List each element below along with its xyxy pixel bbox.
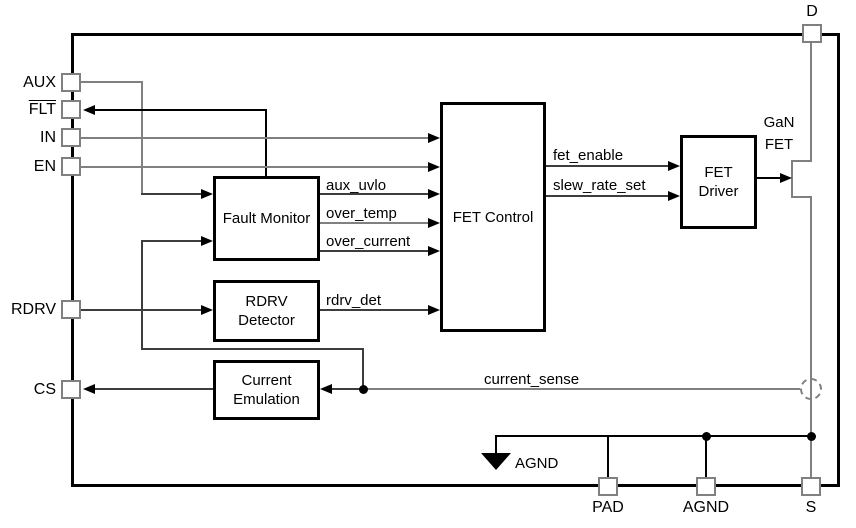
wire-cs-out (92, 388, 213, 390)
pin-label-in: IN (40, 129, 56, 146)
wire-en (81, 166, 429, 168)
block-fet-control-label: FET Control (452, 208, 534, 226)
pin-label-rdrv: RDRV (10, 301, 56, 318)
pin-label-s: S (805, 499, 817, 516)
signal-label-rdrv-det: rdrv_det (326, 292, 382, 309)
pin-flt (61, 100, 81, 119)
current-sense-probe-circle (800, 378, 822, 400)
gan-fet-label-line2: FET (764, 136, 794, 153)
arrow-fc-over-temp (428, 218, 440, 228)
gan-fet-channel-bar (791, 160, 793, 198)
signal-label-current-sense: current_sense (484, 371, 580, 388)
arrow-fd-slew-rate (668, 191, 680, 201)
block-rdrv-detector-label1: RDRV (245, 293, 288, 310)
wire-agnd-net (495, 435, 811, 437)
block-fet-driver-label2: Driver (698, 183, 739, 200)
wire-pad-stub (607, 436, 609, 477)
junction-dot-current-sense (359, 385, 368, 394)
wire-gate-drive (757, 177, 781, 179)
chip-outline (71, 33, 840, 487)
pin-label-flt: FLT (4, 101, 56, 118)
junction-dot-source (807, 432, 816, 441)
gan-fet-drain-stub (791, 160, 812, 162)
arrow-gate (780, 173, 792, 183)
agnd-symbol-label: AGND (515, 455, 559, 472)
arrow-rdrv-detector-input (201, 305, 213, 315)
signal-label-over-temp: over_temp (326, 205, 397, 222)
wire-aux-uvlo (320, 193, 429, 195)
wire-fm-in2 (141, 240, 202, 242)
arrow-fc-rdrv-det (428, 305, 440, 315)
wire-aux-seg1 (81, 81, 143, 83)
arrow-fd-fet-enable (668, 161, 680, 171)
pin-s (801, 477, 821, 496)
pin-en (61, 157, 81, 176)
pin-label-pad: PAD (592, 499, 624, 516)
wire-over-temp (320, 222, 429, 224)
wire-flt-horizontal (94, 109, 267, 111)
block-rdrv-detector-label2: Detector (238, 312, 295, 329)
gan-fet-source-stub (791, 196, 812, 198)
pin-pad (598, 477, 618, 496)
wire-fet-enable (546, 165, 669, 167)
flt-overline-text: FLT (28, 101, 56, 118)
block-rdrv-detector: RDRV Detector (213, 280, 320, 342)
wire-source (810, 197, 812, 477)
pin-label-cs: CS (33, 381, 56, 398)
junction-dot-agnd (702, 432, 711, 441)
arrow-fc-in (428, 133, 440, 143)
wire-drain (810, 43, 812, 161)
wire-in (81, 137, 429, 139)
wire-cs-branch-v1 (141, 240, 143, 350)
pin-label-agnd: AGND (682, 499, 730, 516)
pin-d (802, 24, 822, 43)
wire-current-sense (364, 388, 800, 390)
block-fet-control: FET Control (440, 102, 546, 332)
wire-cs-branch-v2 (362, 348, 364, 391)
block-fet-driver: FET Driver (680, 135, 757, 229)
wire-slew-rate-set (546, 195, 669, 197)
block-fault-monitor: Fault Monitor (213, 176, 320, 261)
signal-label-over-current: over_current (326, 233, 411, 250)
block-fet-driver-label1: FET (704, 164, 733, 181)
pin-label-d: D (806, 3, 818, 20)
pin-label-en: EN (33, 158, 56, 175)
wire-flt-vertical (265, 109, 267, 177)
arrow-fc-over-current (428, 246, 440, 256)
pin-agnd (696, 477, 716, 496)
wire-over-current (320, 250, 429, 252)
wire-aux-seg3 (141, 193, 202, 195)
pin-label-aux: AUX (23, 74, 56, 91)
wire-rdrv-det (320, 309, 429, 311)
arrow-fm-input2 (201, 236, 213, 246)
pin-rdrv (61, 300, 81, 319)
wire-ce-in (331, 388, 364, 390)
block-current-emulation: Current Emulation (213, 360, 320, 420)
arrow-ce-input (320, 384, 332, 394)
block-current-emulation-label2: Emulation (233, 391, 300, 408)
arrow-fc-en (428, 162, 440, 172)
wire-ground-stub (495, 435, 497, 454)
arrow-fm-input1 (201, 189, 213, 199)
arrow-flt-pin (83, 105, 95, 115)
pin-cs (61, 380, 81, 399)
gan-fet-label: GaN FET (757, 112, 801, 156)
wire-agnd-stub (705, 436, 707, 477)
gan-fet-label-line1: GaN (763, 114, 795, 131)
block-current-emulation-label1: Current (241, 372, 292, 389)
ground-symbol-triangle (481, 453, 511, 470)
wire-rdrv (81, 309, 202, 311)
arrow-fc-aux-uvlo (428, 189, 440, 199)
signal-label-aux-uvlo: aux_uvlo (326, 177, 387, 194)
pin-in (61, 128, 81, 147)
signal-label-fet-enable: fet_enable (553, 147, 624, 164)
arrow-cs-pin (83, 384, 95, 394)
signal-label-slew-rate-set: slew_rate_set (553, 177, 646, 194)
pin-aux (61, 73, 81, 92)
block-fault-monitor-label: Fault Monitor (222, 210, 311, 227)
wire-cs-branch-h (141, 348, 364, 350)
